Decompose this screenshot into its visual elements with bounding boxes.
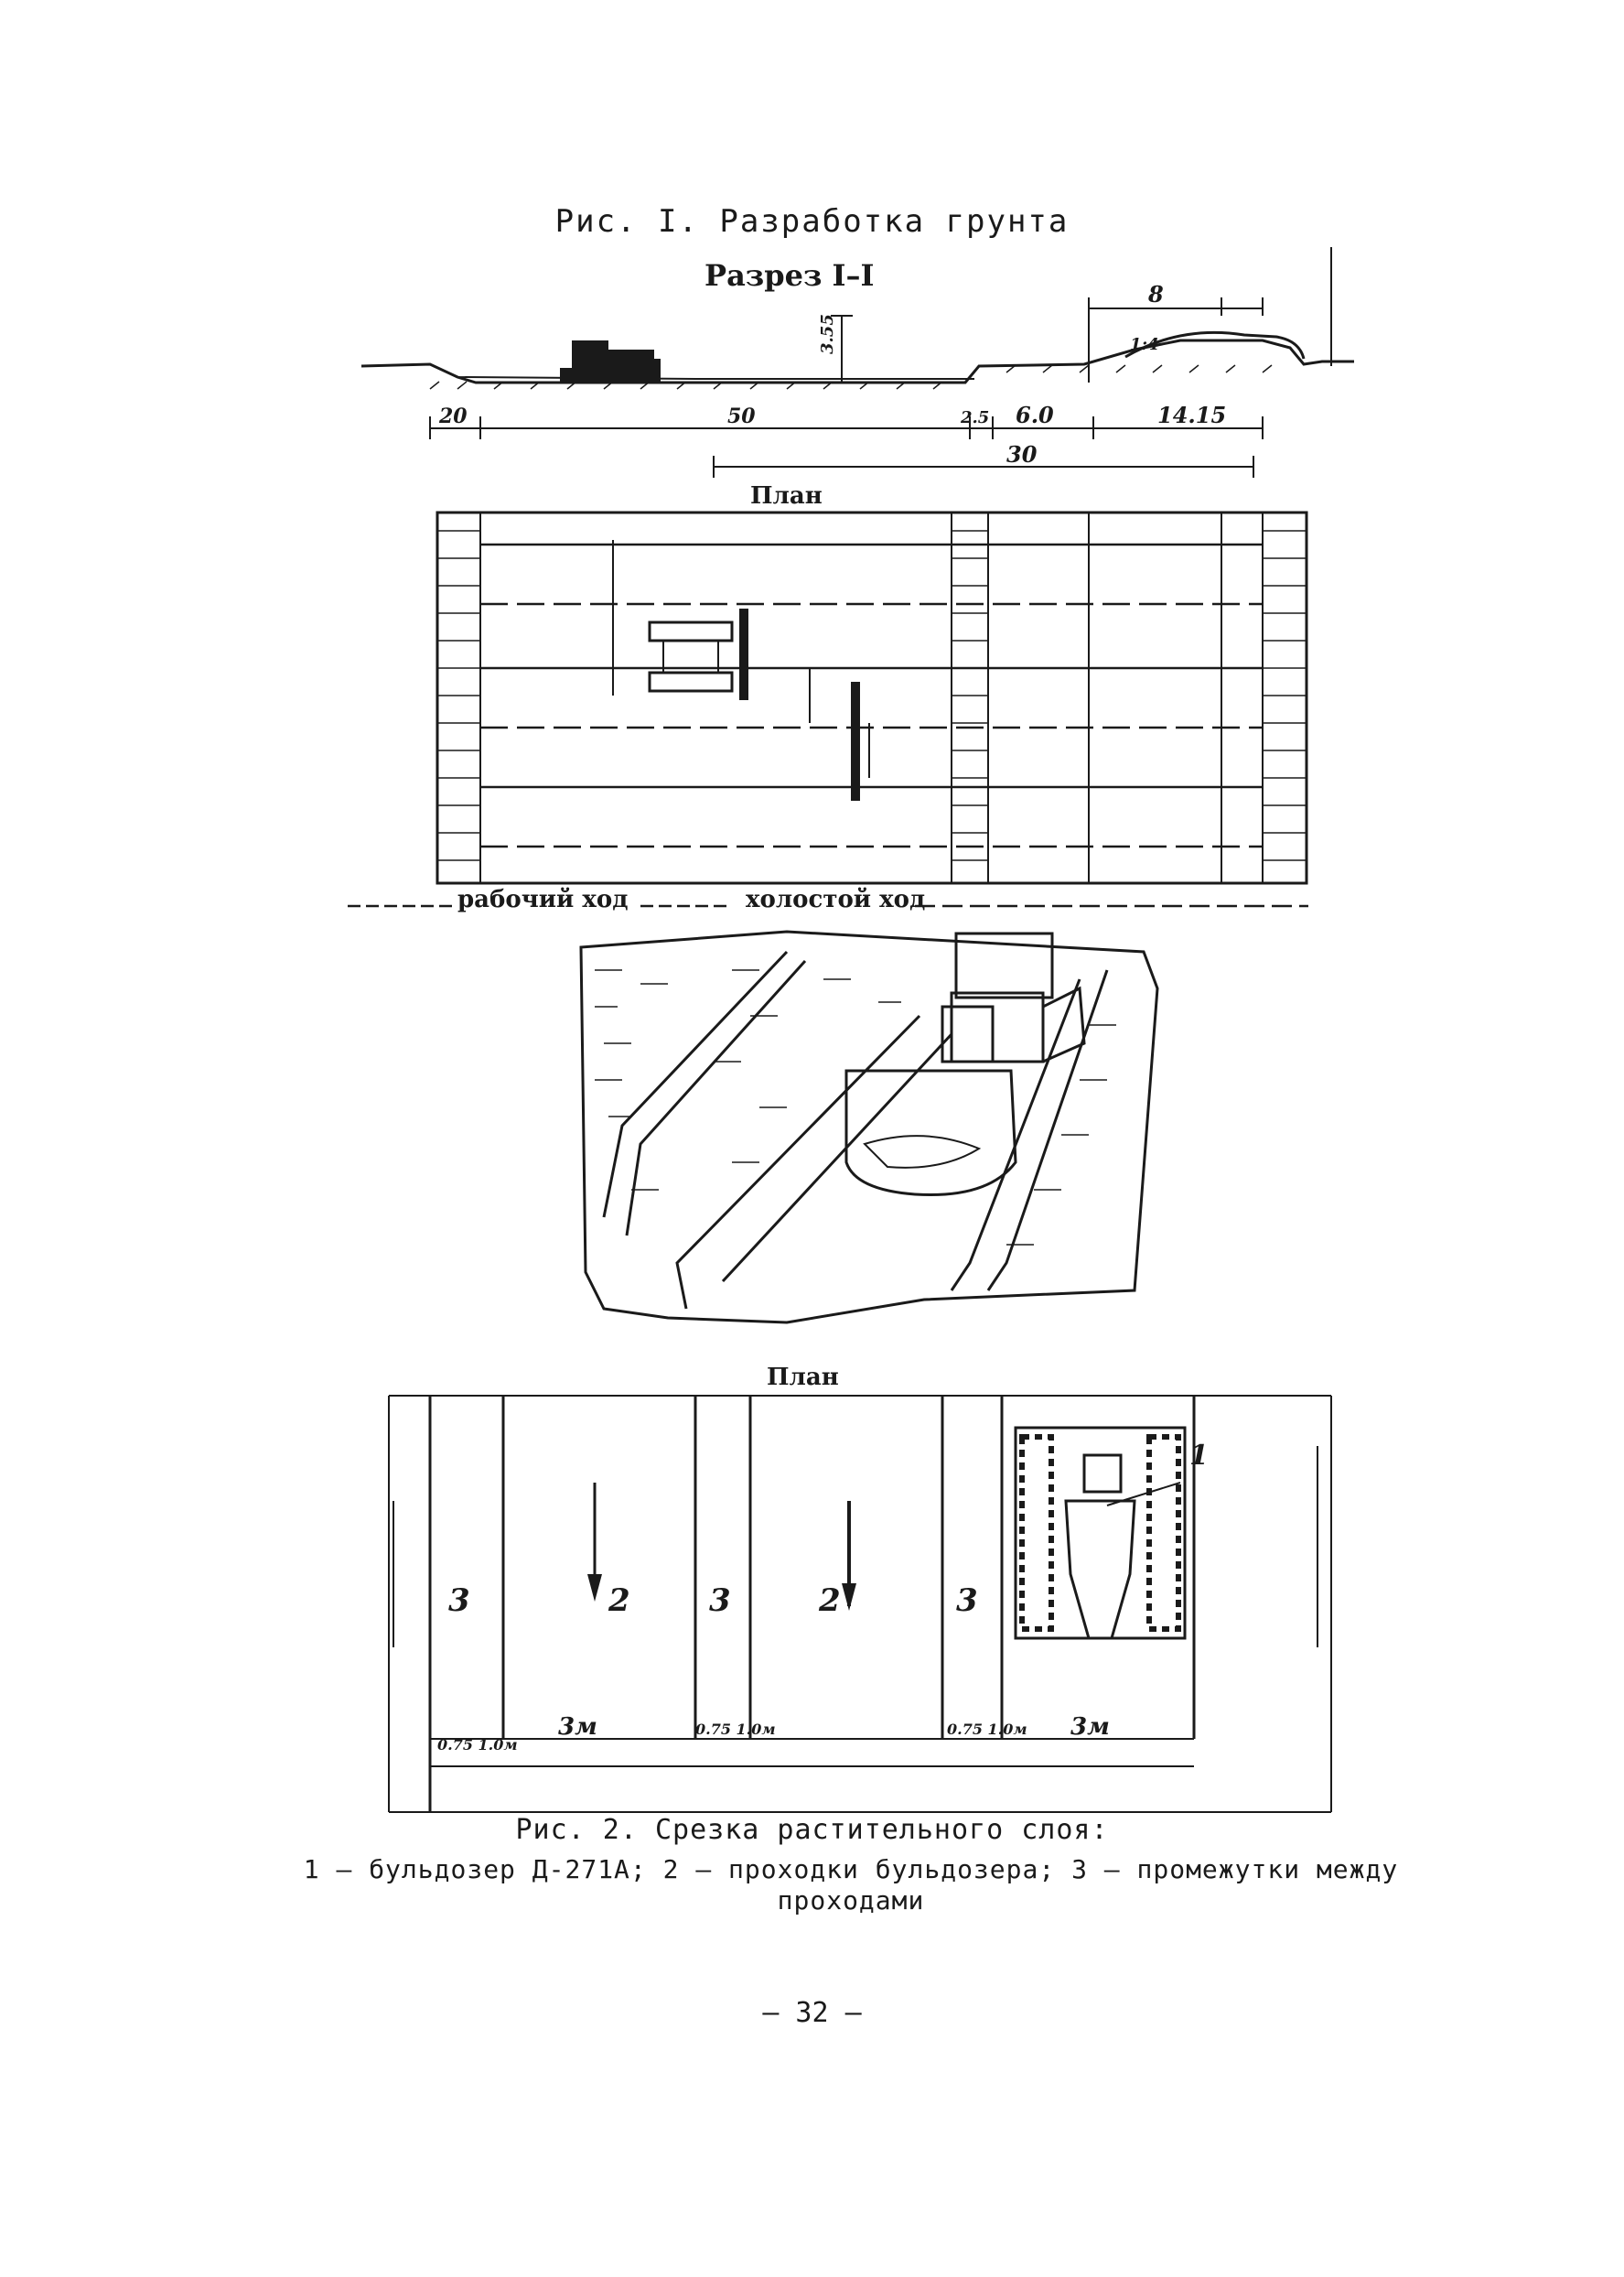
plan-title-2: План	[767, 1364, 839, 1391]
dim-g3: 0.75 1.0м	[947, 1721, 1027, 1738]
plan-2-bulldozer-icon	[1014, 1426, 1187, 1640]
figure-1-title: Рис. I. Разработка грунта	[554, 203, 1070, 240]
dim-d6: 30	[1006, 441, 1038, 468]
label-3-b: 3	[709, 1582, 731, 1619]
label-3-a: 3	[448, 1582, 470, 1619]
plan-1	[436, 511, 1308, 885]
legend-working: рабочий ход	[457, 886, 629, 913]
figure-2-caption: Рис. 2. Срезка растительного слоя:	[515, 1814, 1109, 1846]
bulldozer-perspective-sketch	[579, 930, 1159, 1324]
dim-d8: 1:4	[1130, 335, 1159, 354]
dim-d2: 50	[727, 405, 756, 428]
dim-w1: 3м	[558, 1713, 597, 1741]
dim-d1: 20	[438, 405, 468, 428]
section-title: Разрез I–I	[704, 258, 875, 293]
page-number: – 32 –	[762, 1997, 862, 2029]
label-2-b: 2	[818, 1582, 841, 1619]
dim-g1: 0.75 1.0м	[437, 1736, 518, 1754]
dim-h: 3.55	[818, 314, 837, 354]
plan-title-1: План	[750, 482, 823, 510]
section-bulldozer-icon	[560, 340, 661, 383]
dim-w2: 3м	[1070, 1713, 1110, 1741]
section-profile: 20 50 2.5 6.0 14.15 30 8 1:4 3.55	[360, 247, 1354, 478]
label-3-c: 3	[956, 1582, 978, 1619]
dim-d7: 8	[1147, 281, 1164, 308]
dim-d5: 14.15	[1157, 402, 1226, 428]
dim-d3: 2.5	[960, 408, 989, 427]
figure-2-legend: 1 – бульдозер Д-271А; 2 – проходки бульд…	[303, 1854, 1399, 1915]
label-2-a: 2	[608, 1582, 630, 1619]
dim-g2: 0.75 1.0м	[695, 1721, 776, 1738]
label-1: 1	[1189, 1440, 1209, 1472]
plan-bulldozer-icon	[648, 609, 860, 801]
dim-d4: 6.0	[1016, 402, 1054, 428]
plan-2: 3 2 3 2 3 1 3м 3м 0.75 1.0м 0.75 1.0м 0.…	[388, 1395, 1332, 1813]
legend-idle: холостой ход	[746, 886, 926, 913]
